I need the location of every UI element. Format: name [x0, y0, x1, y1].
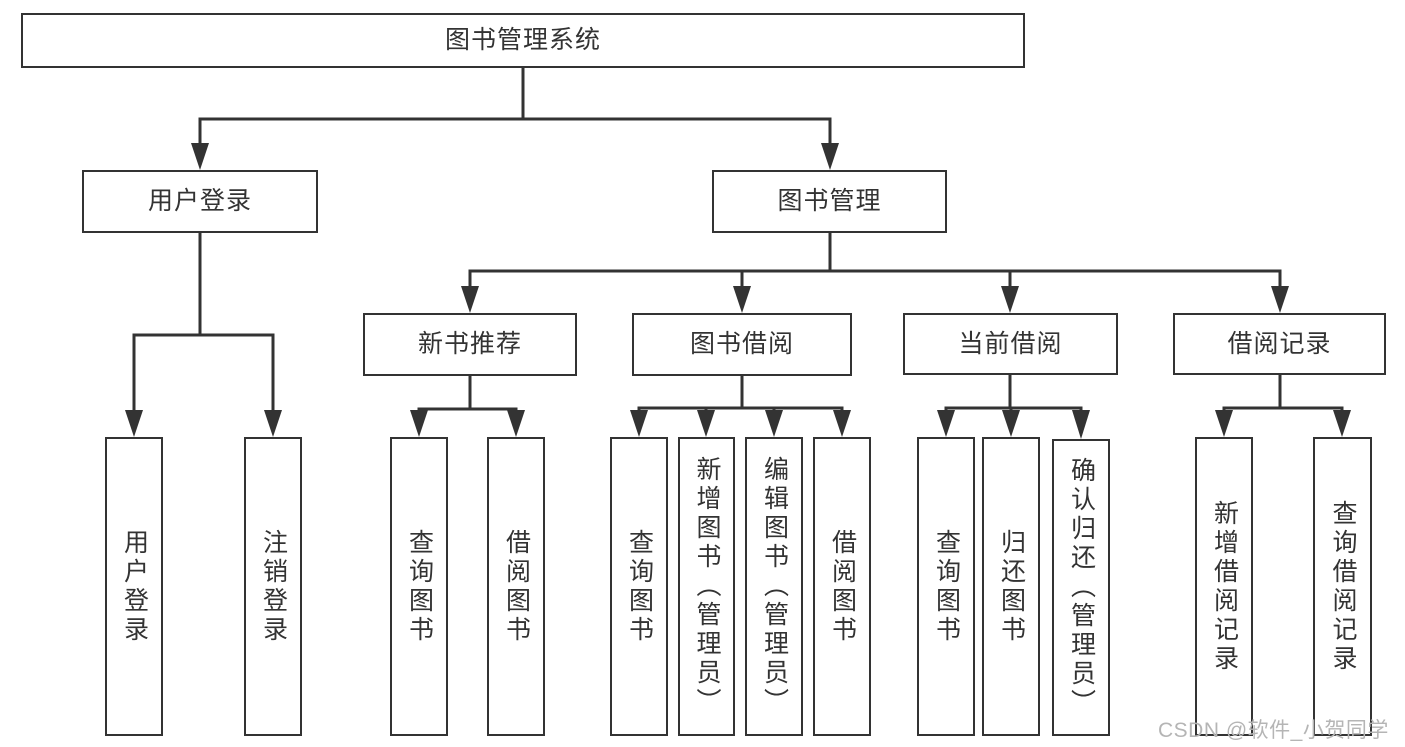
- node-library-system: 图书管理系统: [21, 13, 1025, 68]
- node-user-login: 用户登录: [82, 170, 318, 233]
- leaf-add-book-admin: 新增图书（管理员）: [678, 437, 735, 736]
- leaf-borrow-book-2: 借阅图书: [813, 437, 871, 736]
- watermark-text: CSDN @软件_小贺同学: [1158, 719, 1389, 742]
- leaf-query-book-3: 查询图书: [917, 437, 975, 736]
- node-current-borrowing: 当前借阅: [903, 313, 1118, 375]
- connector-root: [198, 66, 832, 160]
- leaf-borrow-book-1: 借阅图书: [487, 437, 545, 736]
- arrowheads: [125, 143, 1351, 439]
- connector-book-mgmt: [468, 233, 1282, 306]
- leaf-user-login: 用户登录: [105, 437, 163, 736]
- connector-user-login: [132, 233, 275, 430]
- connector-book-borrow: [637, 375, 844, 430]
- leaf-logout: 注销登录: [244, 437, 302, 736]
- leaf-query-borrow-record: 查询借阅记录: [1313, 437, 1372, 736]
- leaf-query-book-2: 查询图书: [610, 437, 668, 736]
- connector-borrow-record: [1222, 375, 1344, 430]
- node-book-management: 图书管理: [712, 170, 947, 233]
- connector-new-book: [417, 375, 518, 430]
- node-new-book-recommend: 新书推荐: [363, 313, 577, 376]
- leaf-confirm-return-admin: 确认归还（管理员）: [1052, 439, 1110, 736]
- leaf-add-borrow-record: 新增借阅记录: [1195, 437, 1253, 736]
- leaf-query-book-1: 查询图书: [390, 437, 448, 736]
- node-borrowing-records: 借阅记录: [1173, 313, 1386, 375]
- leaf-return-book: 归还图书: [982, 437, 1040, 736]
- leaf-edit-book-admin: 编辑图书（管理员）: [745, 437, 803, 736]
- node-book-borrowing: 图书借阅: [632, 313, 852, 376]
